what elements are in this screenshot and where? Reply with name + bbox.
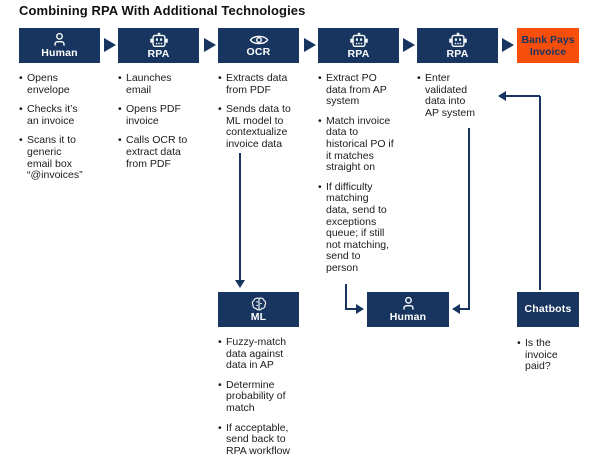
list-item: Enter validated data into AP system [417, 72, 475, 119]
step-label: ML [250, 310, 267, 323]
diagram-title: Combining RPA With Additional Technologi… [19, 3, 306, 18]
person-icon [401, 296, 416, 311]
list-item: Is the invoice paid? [517, 337, 565, 373]
arrowhead-down-icon [235, 280, 245, 288]
rpa-4-tasks-list: Extract PO data from AP system Match inv… [318, 72, 394, 283]
list-item: Match invoice data to historical PO if i… [318, 115, 394, 174]
flow-arrow-icon [502, 38, 514, 52]
step-box-rpa-2: RPA [118, 28, 199, 63]
step-label: Human [41, 47, 78, 59]
list-item: Launches email [118, 72, 190, 96]
ocr-tasks-list: Extracts data from PDF Sends data to ML … [218, 72, 294, 159]
step-label: RPA [347, 47, 370, 60]
flow-arrow-icon [304, 38, 316, 52]
list-item: Extract PO data from AP system [318, 72, 394, 108]
list-item: Calls OCR to extract data from PDF [118, 135, 190, 170]
robot-icon [349, 32, 369, 48]
rpa-5-tasks-list: Enter validated data into AP system [417, 72, 475, 127]
list-item: Checks it’s an invoice [19, 103, 87, 127]
step-label: Human [389, 311, 427, 323]
robot-icon [448, 32, 468, 48]
step-box-human-2: Human [367, 292, 449, 327]
list-item: Determine probability of match [218, 379, 292, 415]
step-box-human-1: Human [19, 28, 100, 63]
arrowhead-right-icon [356, 304, 364, 314]
list-item: Opens envelope [19, 72, 87, 96]
robot-icon [149, 32, 169, 48]
human-1-tasks-list: Opens envelope Checks it’s an invoice Sc… [19, 72, 87, 190]
eye-icon [249, 34, 269, 46]
step-label: OCR [246, 45, 271, 58]
list-item: If difficulty matching data, send to exc… [318, 181, 394, 275]
step-label: Chatbots [524, 303, 572, 315]
flow-arrow-icon [104, 38, 116, 52]
step-box-bank-pays-invoice: Bank Pays Invoice [517, 28, 579, 63]
step-box-chatbots: Chatbots [517, 292, 579, 327]
ml-tasks-list: Fuzzy-match data against data in AP Dete… [218, 336, 292, 465]
rpa-2-tasks-list: Launches email Opens PDF invoice Calls O… [118, 72, 190, 178]
step-label: Bank Pays Invoice [521, 33, 575, 58]
step-box-ocr: OCR [218, 28, 299, 63]
step-box-ml: ML [218, 292, 299, 327]
list-item: If acceptable, send back to RPA workflow [218, 422, 292, 458]
person-icon [52, 32, 67, 47]
list-item: Extracts data from PDF [218, 72, 294, 96]
arrowhead-left-icon [452, 304, 460, 314]
brain-icon [251, 297, 267, 311]
list-item: Fuzzy-match data against data in AP [218, 336, 292, 372]
step-label: RPA [446, 47, 469, 60]
list-item: Sends data to ML model to contextualize … [218, 103, 294, 150]
step-box-rpa-5: RPA [417, 28, 498, 63]
arrowhead-left-icon [498, 91, 506, 101]
list-item: Scans it to generic email box “@invoices… [19, 135, 87, 181]
step-box-rpa-4: RPA [318, 28, 399, 63]
flow-arrow-icon [403, 38, 415, 52]
chatbots-tasks-list: Is the invoice paid? [517, 337, 565, 381]
list-item: Opens PDF invoice [118, 103, 190, 127]
flow-arrow-icon [204, 38, 216, 52]
step-label: RPA [147, 47, 170, 60]
